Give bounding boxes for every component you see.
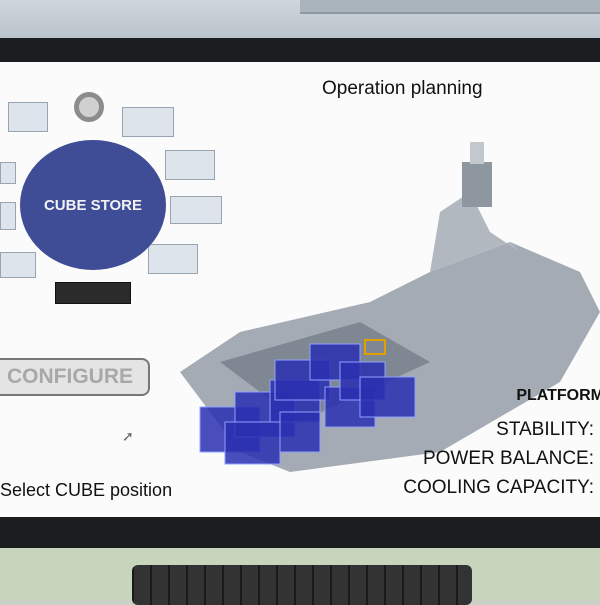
module-crane[interactable] — [148, 244, 198, 274]
module-container-1[interactable] — [122, 107, 174, 137]
helipad-marker — [364, 339, 386, 355]
cube-blocks[interactable] — [199, 343, 416, 465]
wall-frame — [300, 0, 600, 14]
module-container-3[interactable] — [170, 196, 222, 224]
instruction-text: Select CUBE position — [0, 480, 173, 500]
page-title: Operation planning — [322, 78, 483, 99]
ship-mast — [462, 162, 492, 207]
background-wall — [0, 0, 600, 42]
module-container-2[interactable] — [165, 150, 215, 180]
ship-superstructure — [430, 192, 520, 272]
configure-button[interactable]: CONFIGURE — [0, 358, 150, 396]
module-left-1[interactable] — [0, 162, 16, 184]
platform-heading: PLATFORM — [516, 387, 600, 404]
metric-cooling-capacity: COOLING CAPACITY: — [403, 477, 594, 498]
metric-stability: STABILITY: — [496, 419, 594, 440]
mouse-cursor-icon: ➚ — [122, 428, 134, 444]
module-left-3[interactable] — [0, 252, 36, 278]
keyboard — [132, 565, 472, 605]
module-left-2[interactable] — [0, 202, 16, 230]
cube-store-button[interactable]: CUBE STORE — [20, 140, 166, 270]
metric-power-balance: POWER BALANCE: — [422, 448, 594, 469]
module-boat[interactable] — [8, 102, 48, 132]
ship-radar — [470, 142, 484, 164]
monitor-screen: Operation planning CUBE STORE CONFIGURE … — [0, 62, 600, 517]
module-dark-container[interactable] — [55, 282, 131, 304]
module-ring-icon[interactable] — [74, 92, 104, 122]
ship-model[interactable] — [180, 122, 600, 482]
